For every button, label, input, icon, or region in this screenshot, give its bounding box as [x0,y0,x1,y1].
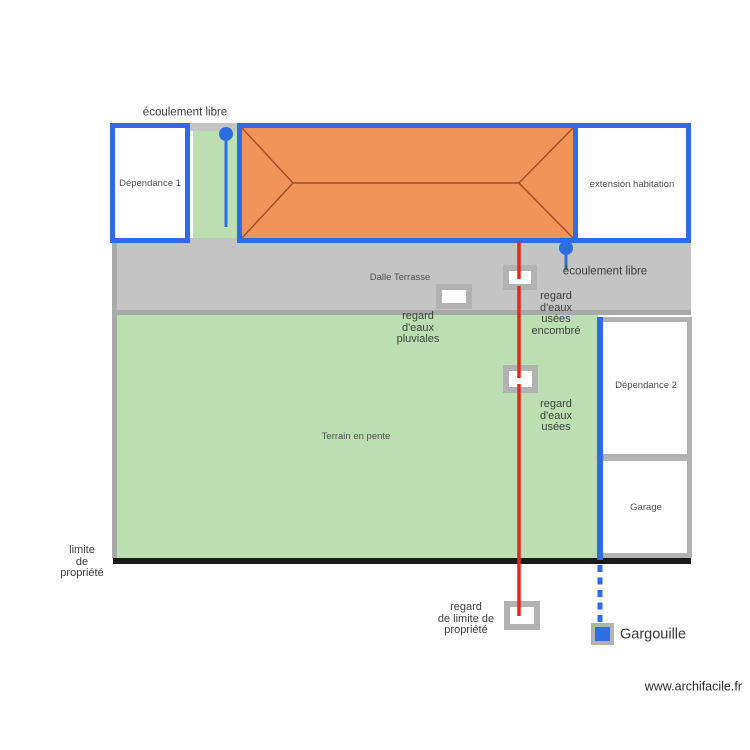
label-regard-limite-propriete: regard de limite de propriété [437,600,495,636]
label-dalle-terrasse: Dalle Terrasse [369,272,431,283]
label-dependance-1: Dépendance 1 [119,178,181,189]
label-ecoulement-libre-top: écoulement libre [142,106,228,119]
hip-roof-lines-icon [242,128,573,238]
archifacile-watermark-link[interactable]: www.archifacile.fr [644,679,742,694]
divider-arrow-icon [594,453,601,463]
terrace-slab-area[interactable] [112,243,691,315]
label-regard-eaux-usees: regard d'eaux usées [539,397,573,433]
regard-limite-propriete-box[interactable] [504,601,540,630]
gargouille-marker-fill [595,627,610,641]
label-ecoulement-libre-right: écoulement libre [562,265,648,278]
passage-top-cap [190,123,237,131]
main-house-hip-roof[interactable] [237,123,578,243]
regard-eaux-pluviales-box[interactable] [436,284,472,309]
label-dependance-2: Dépendance 2 [615,380,677,391]
gargouille-marker-icon[interactable] [591,623,614,645]
label-extension-habitation: extension habitation [589,179,675,190]
label-limite-de-propriete: limite de propriété [60,543,104,579]
label-gargouille: Gargouille [620,626,687,643]
label-regard-eaux-usees-encombre: regard d'eaux usées encombré [531,290,581,337]
terrace-left-edge [112,243,117,558]
green-passage-area[interactable] [193,131,237,238]
room-dependance-1[interactable] [110,123,190,243]
label-regard-eaux-pluviales: regard d'eaux pluviales [396,309,440,345]
property-limit-line[interactable] [113,558,691,564]
room-extension-habitation[interactable] [573,123,691,243]
room-garage[interactable] [601,454,692,558]
room-dependance-2[interactable] [601,317,692,454]
regard-eaux-usees-encombre-box[interactable] [503,265,537,290]
label-terrain-en-pente: Terrain en pente [321,431,391,442]
label-garage: Garage [630,502,662,513]
passage-bottom-cap [190,238,237,243]
regard-eaux-usees-box[interactable] [503,365,538,393]
